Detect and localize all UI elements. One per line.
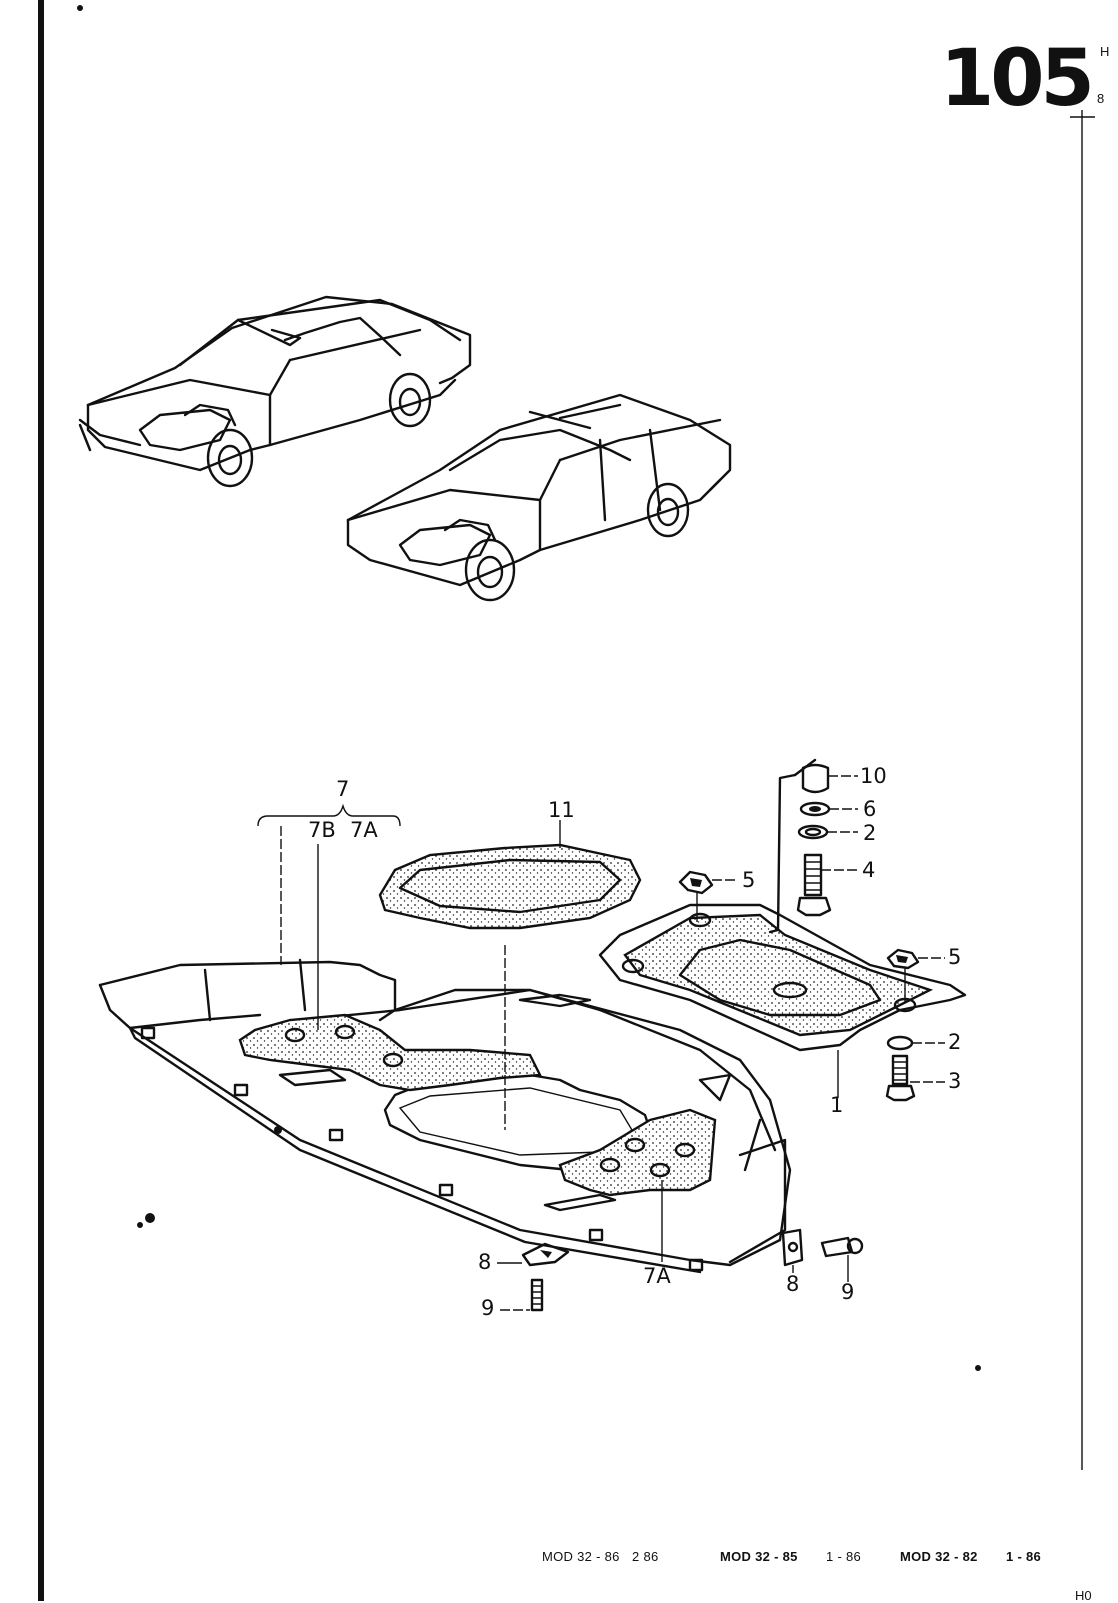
- callout-5-right: 5: [948, 945, 962, 969]
- callout-6: 6: [863, 797, 877, 821]
- callout-3: 3: [948, 1069, 962, 1093]
- footer-model-1: MOD 32 - 86: [542, 1549, 620, 1564]
- callout-4: 4: [862, 858, 876, 882]
- clip-and-screw-hardware: [497, 1228, 864, 1312]
- callout-5-left: 5: [742, 868, 756, 892]
- page-number: 105: [940, 34, 1095, 124]
- speed-nut-clips: [678, 870, 945, 1002]
- undertray-assembly: [98, 843, 967, 1274]
- mounting-stack-hardware: [768, 758, 858, 934]
- vehicle-wagon-illustration: [346, 393, 732, 602]
- callout-8-left: 8: [478, 1250, 492, 1274]
- callout-8-right: 8: [786, 1272, 800, 1296]
- callout-7a-top: 7A: [350, 818, 378, 842]
- callout-10: 10: [860, 764, 887, 788]
- callout-9-right: 9: [841, 1280, 855, 1304]
- callout-2-lower: 2: [948, 1030, 962, 1054]
- footer-date-1: 2 86: [632, 1549, 659, 1564]
- callout-7b: 7B: [308, 818, 336, 842]
- footer-date-3: 1 - 86: [1006, 1549, 1042, 1564]
- callout-11: 11: [548, 798, 575, 822]
- leader-lines: [257, 803, 663, 1262]
- edge-mark-top: H: [1100, 44, 1110, 59]
- callout-1: 1: [830, 1093, 844, 1117]
- bolt-and-washer-lower: [885, 1035, 945, 1102]
- corner-mark: H0: [1075, 1588, 1092, 1603]
- footer-date-2: 1 - 86: [826, 1549, 862, 1564]
- footer-model-3: MOD 32 - 82: [900, 1549, 978, 1564]
- vehicle-hatchback-illustration: [78, 295, 472, 488]
- footer-model-2: MOD 32 - 85: [720, 1549, 798, 1564]
- callout-7a-bottom: 7A: [643, 1264, 671, 1288]
- scan-artifacts: [77, 5, 981, 1371]
- binding-edge: [38, 0, 44, 1601]
- callout-9-left: 9: [481, 1296, 495, 1320]
- callout-2-upper: 2: [863, 821, 877, 845]
- edge-mark-bottom: 8: [1097, 91, 1105, 106]
- callout-7: 7: [336, 777, 350, 801]
